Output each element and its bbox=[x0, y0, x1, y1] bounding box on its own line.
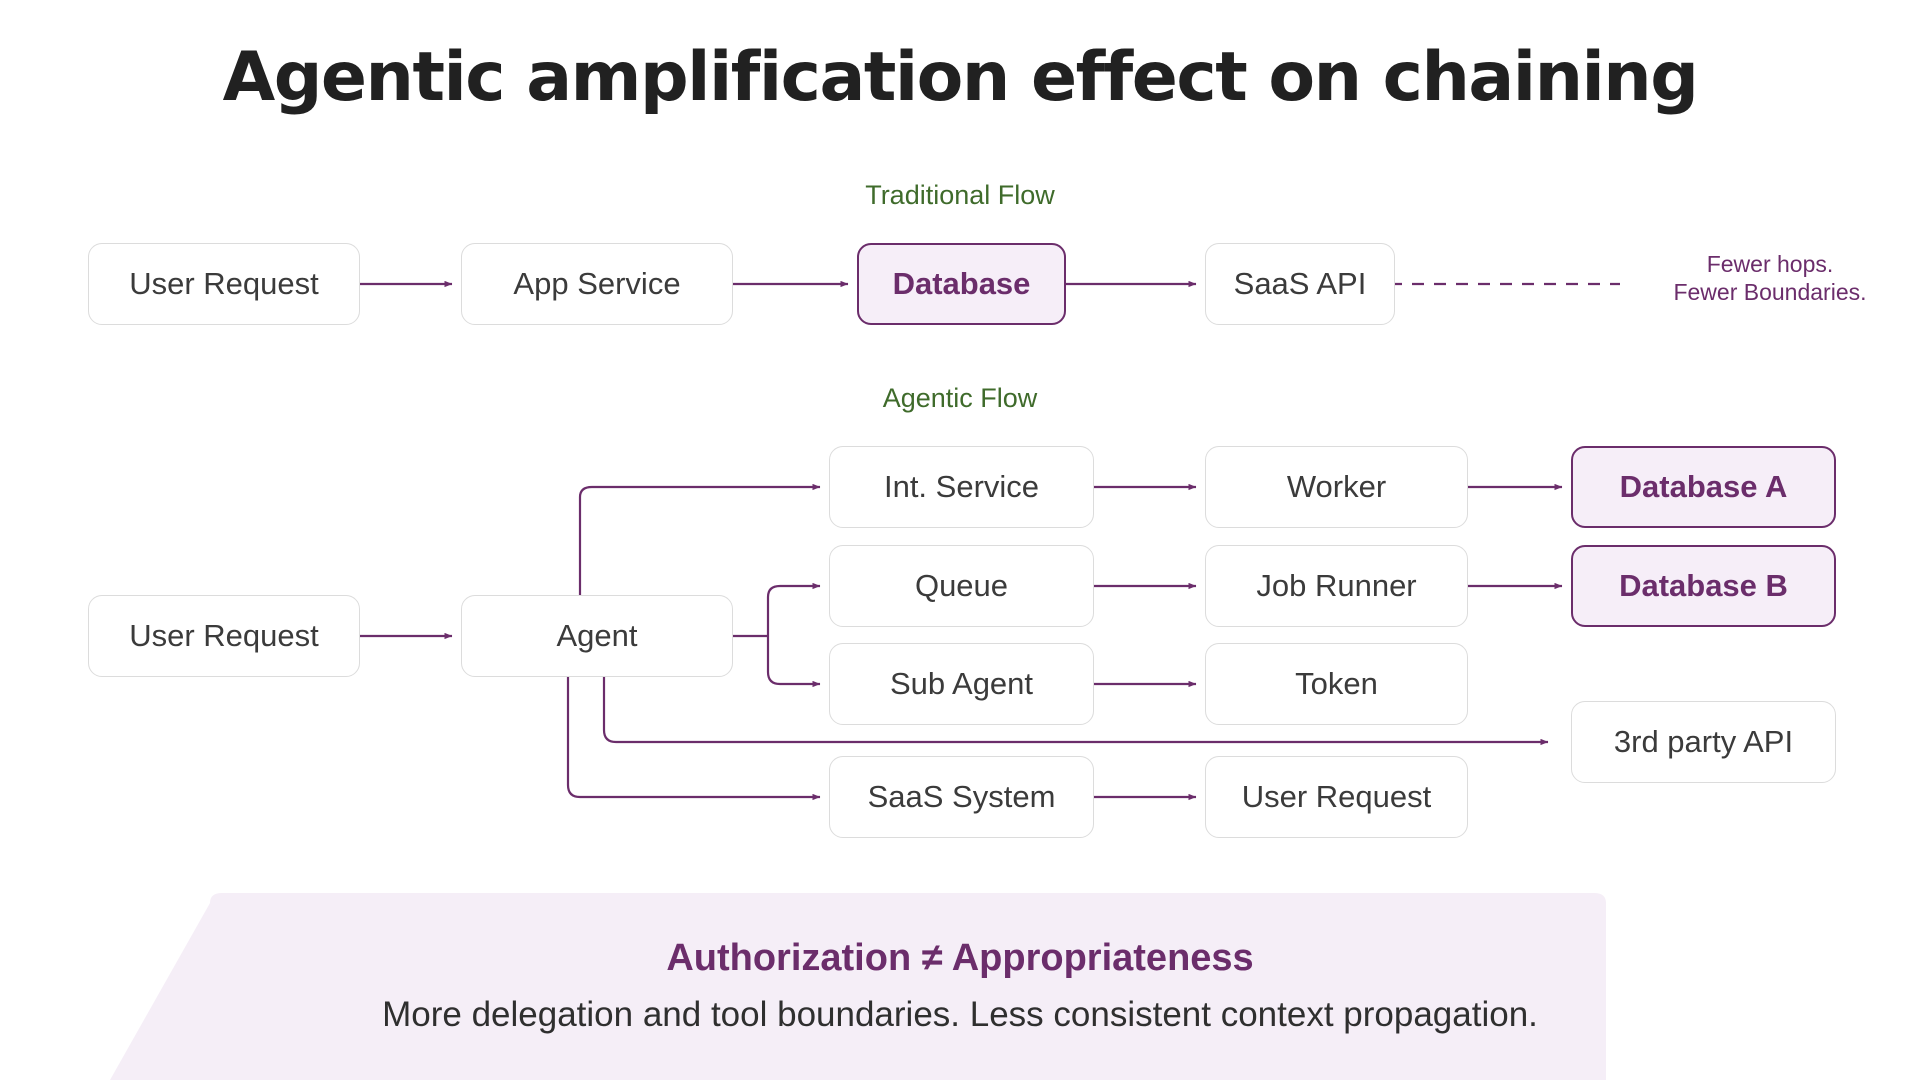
wire-agent-intservice bbox=[578, 483, 821, 608]
node-a-user-request[interactable]: User Request bbox=[88, 595, 360, 677]
page-title: Agentic amplification effect on chaining bbox=[222, 38, 1699, 117]
node-a-agent[interactable]: Agent bbox=[461, 595, 733, 677]
node-a-third-party-api[interactable]: 3rd party API bbox=[1571, 701, 1836, 783]
node-a-user-request-2[interactable]: User Request bbox=[1205, 756, 1468, 838]
traditional-flow-note: Fewer hops. Fewer Boundaries. bbox=[1620, 250, 1920, 306]
node-a-database-b[interactable]: Database B bbox=[1571, 545, 1836, 627]
node-t-database[interactable]: Database bbox=[857, 243, 1066, 325]
banner-subline: More delegation and tool boundaries. Les… bbox=[382, 995, 1538, 1034]
node-a-token[interactable]: Token bbox=[1205, 643, 1468, 725]
node-a-int-service[interactable]: Int. Service bbox=[829, 446, 1094, 528]
agentic-flow-label: Agentic Flow bbox=[882, 383, 1038, 413]
traditional-flow-label: Traditional Flow bbox=[865, 180, 1055, 210]
node-a-database-a[interactable]: Database A bbox=[1571, 446, 1836, 528]
wire-agent-subagent bbox=[766, 636, 821, 688]
node-a-job-runner[interactable]: Job Runner bbox=[1205, 545, 1468, 627]
node-a-saas-system[interactable]: SaaS System bbox=[829, 756, 1094, 838]
note-line-1: Fewer hops. bbox=[1706, 251, 1834, 277]
conclusion-banner-shape bbox=[110, 893, 1606, 1080]
note-line-2: Fewer Boundaries. bbox=[1673, 279, 1867, 306]
node-a-worker[interactable]: Worker bbox=[1205, 446, 1468, 528]
node-t-app-service[interactable]: App Service bbox=[461, 243, 733, 325]
wire-agent-saassystem bbox=[566, 664, 821, 801]
node-t-saas-api[interactable]: SaaS API bbox=[1205, 243, 1395, 325]
node-t-user-request[interactable]: User Request bbox=[88, 243, 360, 325]
node-a-sub-agent[interactable]: Sub Agent bbox=[829, 643, 1094, 725]
banner-headline: Authorization ≠ Appropriateness bbox=[666, 937, 1254, 979]
wire-agent-queue bbox=[766, 582, 821, 636]
node-a-queue[interactable]: Queue bbox=[829, 545, 1094, 627]
